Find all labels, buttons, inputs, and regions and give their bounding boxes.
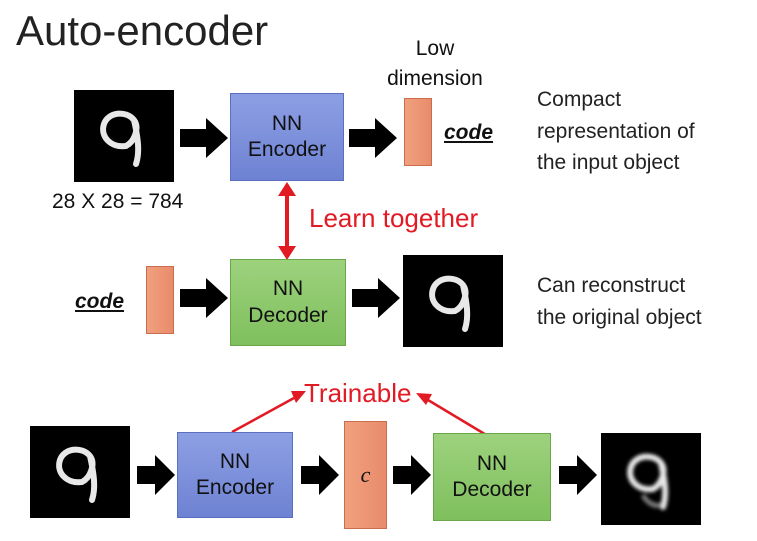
arrow-decoder-to-output	[352, 278, 400, 318]
low-dimension-line1: Low	[415, 37, 455, 60]
bottom-input-digit-image	[30, 426, 130, 518]
code-symbol-c: c	[360, 462, 371, 488]
arrow-code-to-decoder	[180, 278, 228, 318]
decoder-label-nn: NN	[272, 277, 304, 301]
code-bar-top	[404, 98, 432, 166]
arrow-encoder-to-code	[349, 118, 397, 158]
encoder-box-top: NN Encoder	[230, 93, 344, 181]
description-line: representation of	[537, 119, 695, 143]
decoder-label-nn: NN	[476, 451, 508, 475]
decoder-box-bottom: NN Decoder	[433, 433, 551, 521]
code-bar-bottom: c	[344, 421, 387, 529]
arrow-input-to-encoder	[180, 118, 228, 158]
trainable-label: Trainable	[304, 378, 412, 408]
encoder-description: Compact representation of the input obje…	[537, 84, 695, 179]
encoder-label-text: Encoder	[195, 476, 275, 499]
description-line: Compact	[537, 88, 622, 111]
learn-together-label: Learn together	[309, 203, 479, 233]
low-dimension-line2: dimension	[387, 67, 483, 91]
input-size-label: 28 X 28 = 784	[52, 190, 184, 213]
arrow-bottom-code-to-decoder	[393, 455, 431, 495]
arrow-bottom-input-to-encoder	[137, 455, 175, 495]
double-headed-vertical-arrow-icon	[278, 182, 296, 260]
description-line: the input object	[537, 151, 680, 174]
arrow-bottom-decoder-to-output	[559, 455, 597, 495]
decoder-box-middle: NN Decoder	[230, 259, 346, 346]
page-title: Auto-encoder	[16, 7, 269, 54]
bottom-output-digit-image	[601, 433, 701, 525]
description-line: Can reconstruct	[537, 274, 686, 297]
code-bar-middle	[146, 266, 174, 334]
reconstructed-digit-image	[403, 255, 503, 347]
trainable-arrows	[231, 391, 489, 438]
encoder-label-nn: NN	[219, 449, 251, 473]
low-dimension-label: Low dimension	[385, 34, 485, 95]
code-label-middle: code	[75, 290, 125, 313]
input-digit-image	[74, 90, 174, 182]
description-line: the original object	[537, 305, 702, 329]
decoder-label-text: Decoder	[452, 478, 532, 501]
encoder-box-bottom: NN Encoder	[177, 432, 293, 518]
encoder-label-nn: NN	[271, 111, 303, 135]
decoder-description: Can reconstruct the original object	[537, 270, 702, 333]
encoder-label-text: Encoder	[247, 138, 327, 161]
decoder-label-text: Decoder	[248, 303, 328, 327]
arrow-bottom-encoder-to-code	[301, 455, 339, 495]
code-label-top: code	[444, 121, 494, 144]
